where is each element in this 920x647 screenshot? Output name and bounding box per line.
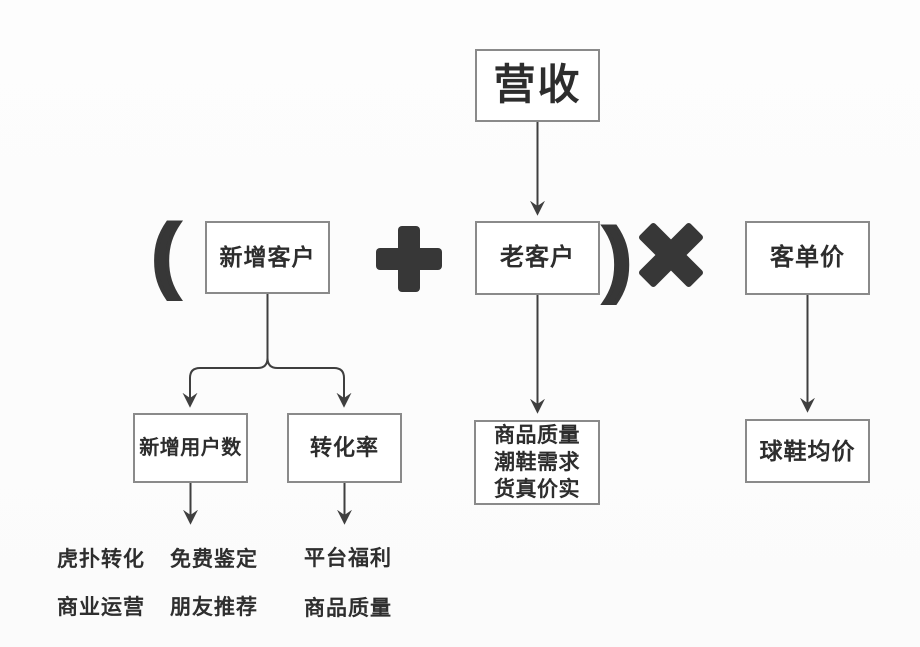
node-revenue: 营收: [475, 49, 600, 122]
leaf-label-business-operation: 商业运营: [57, 596, 145, 619]
leaf-label-product-quality: 商品质量: [304, 597, 392, 620]
repeat-driver-line: 潮鞋需求: [494, 451, 580, 474]
leaf-label-friend-referral: 朋友推荐: [170, 596, 258, 619]
open-paren-operator: (: [150, 209, 181, 300]
node-conversion-rate: 转化率: [287, 413, 402, 483]
node-avg-sneaker-price: 球鞋均价: [745, 419, 870, 483]
node-repeat-purchase-drivers: 商品质量 潮鞋需求 货真价实: [474, 420, 600, 505]
branch-new-customers-to-conversion-rate: [266, 294, 352, 408]
repeat-driver-line: 商品质量: [494, 424, 580, 447]
leaf-label-free-authentication: 免费鉴定: [170, 548, 258, 571]
leaf-label-hupu-conversion: 虎扑转化: [57, 548, 145, 571]
node-customer-price: 客单价: [745, 221, 870, 295]
close-paren-operator: ): [602, 213, 633, 304]
multiply-operator: [637, 221, 705, 289]
node-old-customers: 老客户: [475, 221, 600, 295]
leaf-label-platform-benefit: 平台福利: [304, 547, 392, 570]
branch-new-customers-to-new-user-count: [182, 294, 269, 408]
plus-operator: [376, 226, 442, 292]
repeat-driver-line: 货真价实: [494, 478, 580, 501]
node-new-customers: 新增客户: [205, 221, 330, 294]
node-new-user-count: 新增用户数: [133, 413, 248, 483]
